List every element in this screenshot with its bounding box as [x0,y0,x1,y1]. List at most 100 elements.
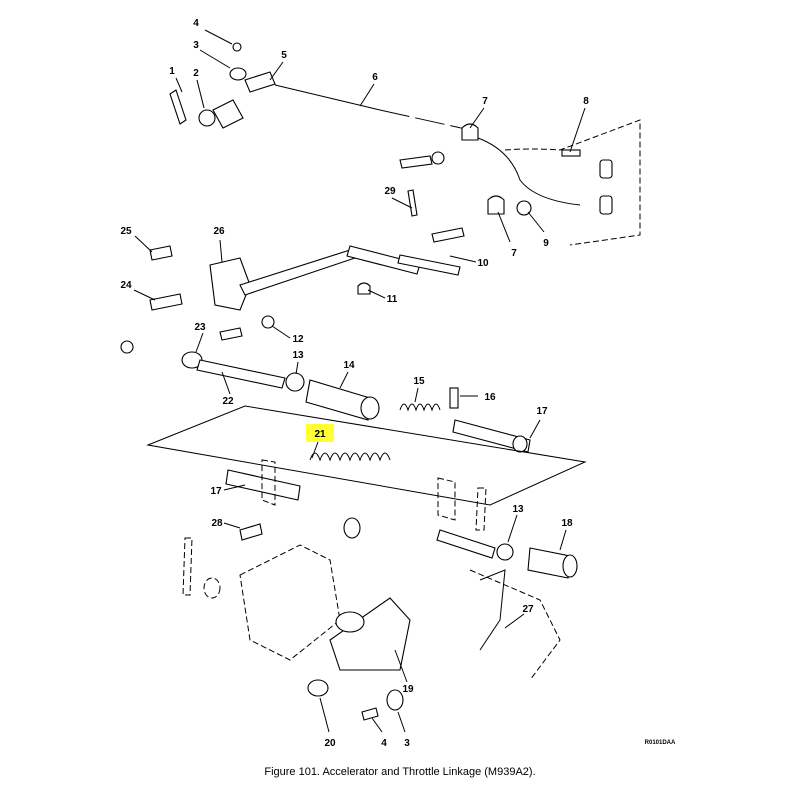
bushing [212,99,244,129]
pin-16 [449,387,459,409]
callout-13a: 13 [292,350,304,361]
washer-upper [431,151,445,165]
washer-dashed [343,517,361,539]
bolt-25 [149,245,173,261]
nut-11 [357,282,371,295]
threaded-rod-lower [436,529,496,559]
nut-12 [261,315,275,329]
pin-3 [229,67,247,81]
turnbuckle-end [360,396,380,420]
pedal-arm-19 [329,597,411,671]
leader-lines [133,29,586,733]
screw-upper [399,155,433,169]
callout-15: 15 [413,376,425,387]
bracket-right [437,477,456,521]
cotter-dashed [475,487,487,531]
cable-housing [477,137,581,206]
rod-27 [479,569,506,651]
pin-dashed [182,537,193,596]
washer-small [120,340,134,354]
upper-cable-assembly [169,42,641,246]
washer-2 [198,109,216,127]
bolt-24 [149,293,183,311]
callout-13b: 13 [512,504,524,515]
callout-22: 22 [222,396,234,407]
pedal-boss [335,611,365,633]
callout-16: 16 [484,392,496,403]
callout-14: 14 [343,360,355,371]
callout-4b: 4 [381,738,387,749]
callout-7b: 7 [511,248,517,259]
clamp-7b [487,195,505,215]
bellcrank-26 [209,257,251,311]
pin-8 [561,149,581,157]
callout-12: 12 [292,334,304,345]
link-rod [239,249,356,296]
drawing-code: R0101DAA [645,740,676,746]
callout-4: 4 [193,18,199,29]
callout-21: 21 [314,429,326,440]
rod-27-outline [469,569,561,681]
cable-6b [379,109,471,131]
callout-3: 3 [193,40,199,51]
bolt-28 [239,523,263,541]
shaft-17a [452,419,531,453]
cable-6a [274,84,381,111]
lower-assembly [182,452,578,721]
fitting-18-end [562,554,578,578]
callout-27: 27 [522,604,534,615]
clamp-7a [461,123,479,141]
screw-clamp [431,227,465,243]
grommet-a [599,159,613,179]
rod-10 [397,254,461,276]
nut-20 [307,679,329,697]
callout-2: 2 [193,68,199,79]
callout-19: 19 [402,684,414,695]
pin-3b [386,689,404,711]
callout-26: 26 [213,226,225,237]
callout-23: 23 [194,322,206,333]
threaded-rod-22 [196,359,286,389]
callout-20: 20 [324,738,336,749]
callout-25: 25 [120,226,132,237]
figure-caption: Figure 101. Accelerator and Throttle Lin… [264,766,536,778]
rod-end-5 [244,71,276,93]
shaft-17b [225,469,301,501]
callout-1: 1 [169,66,175,77]
callout-labels: 1 2 3 4 5 6 7 7 8 9 10 11 12 13 13 14 15… [120,18,676,749]
callout-8: 8 [583,96,589,107]
nut-9 [516,200,532,216]
rod-end-link [346,245,421,275]
callout-28: 28 [211,518,223,529]
spring-15 [399,403,441,412]
callout-17b: 17 [210,486,222,497]
bolt-23 [219,327,243,341]
washer-dashed-2 [203,577,221,599]
callout-24: 24 [120,280,132,291]
callout-6: 6 [372,72,378,83]
nut-13b [496,543,514,561]
callout-17a: 17 [536,406,548,417]
collar-17 [512,435,528,453]
callout-21-highlight [306,424,334,442]
bracket-outline [504,119,641,246]
bracket-left [261,459,276,506]
nut-13a [285,372,305,392]
callout-18: 18 [561,518,573,529]
assembly-plane [146,405,587,506]
return-spring-21 [309,452,391,462]
pedal-bracket [239,544,341,661]
callout-7a: 7 [482,96,488,107]
callout-11: 11 [387,294,398,305]
callout-5: 5 [281,50,287,61]
callout-3b: 3 [404,738,410,749]
callout-10: 10 [477,258,489,269]
turnbuckle-14 [305,379,371,421]
screw-4b [361,707,379,721]
fitting-18 [527,547,571,579]
cotter-29 [407,189,418,217]
callout-29: 29 [384,186,396,197]
cotter-pin-1 [169,89,187,125]
bellcrank-assembly [120,245,461,354]
